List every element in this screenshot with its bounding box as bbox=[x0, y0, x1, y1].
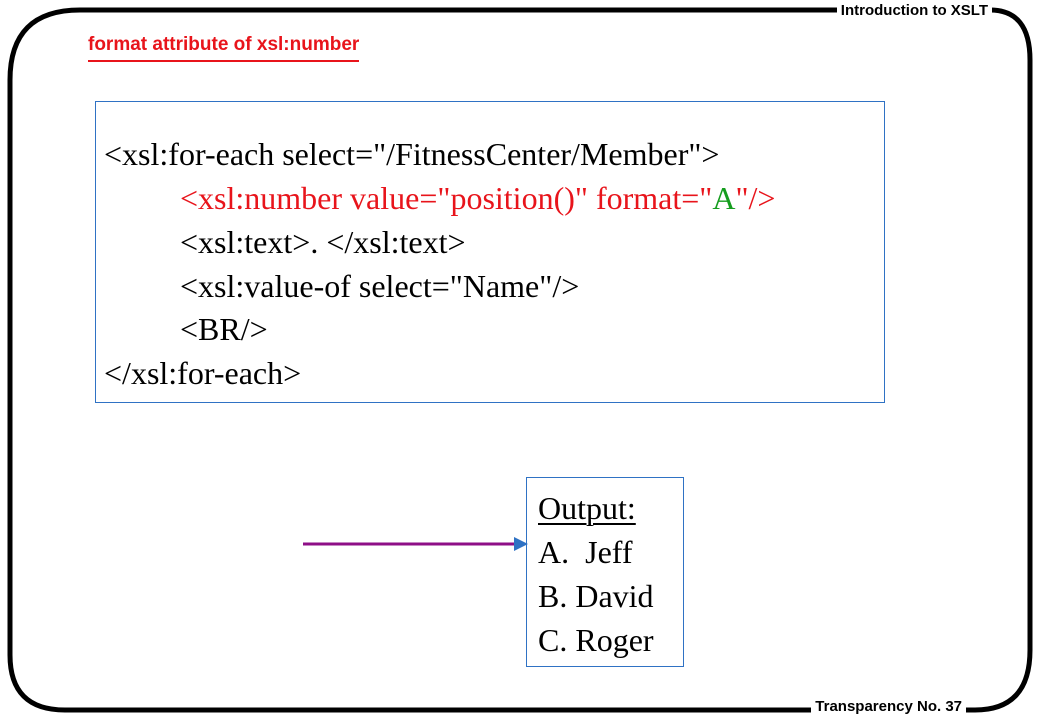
header-label: Introduction to XSLT bbox=[836, 2, 992, 19]
output-item: C. Roger bbox=[538, 622, 654, 658]
output-heading: Output: bbox=[538, 490, 636, 526]
code-number-pre: <xsl:number value="position()" format=" bbox=[180, 180, 713, 216]
output-item: A. Jeff bbox=[538, 534, 633, 570]
code-number-format-value: A bbox=[712, 180, 736, 216]
footer-label: Transparency No. 37 bbox=[811, 698, 966, 715]
code-number-post: "/> bbox=[735, 180, 776, 216]
slide-title: format attribute of xsl:number bbox=[88, 32, 360, 62]
code-box: <xsl:for-each select="/FitnessCenter/Mem… bbox=[95, 101, 885, 403]
code-line-for-each-open: <xsl:for-each select="/FitnessCenter/Mem… bbox=[104, 136, 720, 172]
code-line-xsl-text: <xsl:text>. </xsl:text> bbox=[180, 224, 466, 260]
code-line-br: <BR/> bbox=[180, 311, 268, 347]
arrow-right-icon bbox=[303, 537, 528, 551]
output-box: Output: A. Jeff B. David C. Roger bbox=[526, 477, 684, 667]
output-item: B. David bbox=[538, 578, 654, 614]
code-line-xsl-number: <xsl:number value="position()" format="A… bbox=[180, 178, 775, 218]
code-line-for-each-close: </xsl:for-each> bbox=[104, 355, 302, 391]
code-line-value-of: <xsl:value-of select="Name"/> bbox=[180, 268, 580, 304]
